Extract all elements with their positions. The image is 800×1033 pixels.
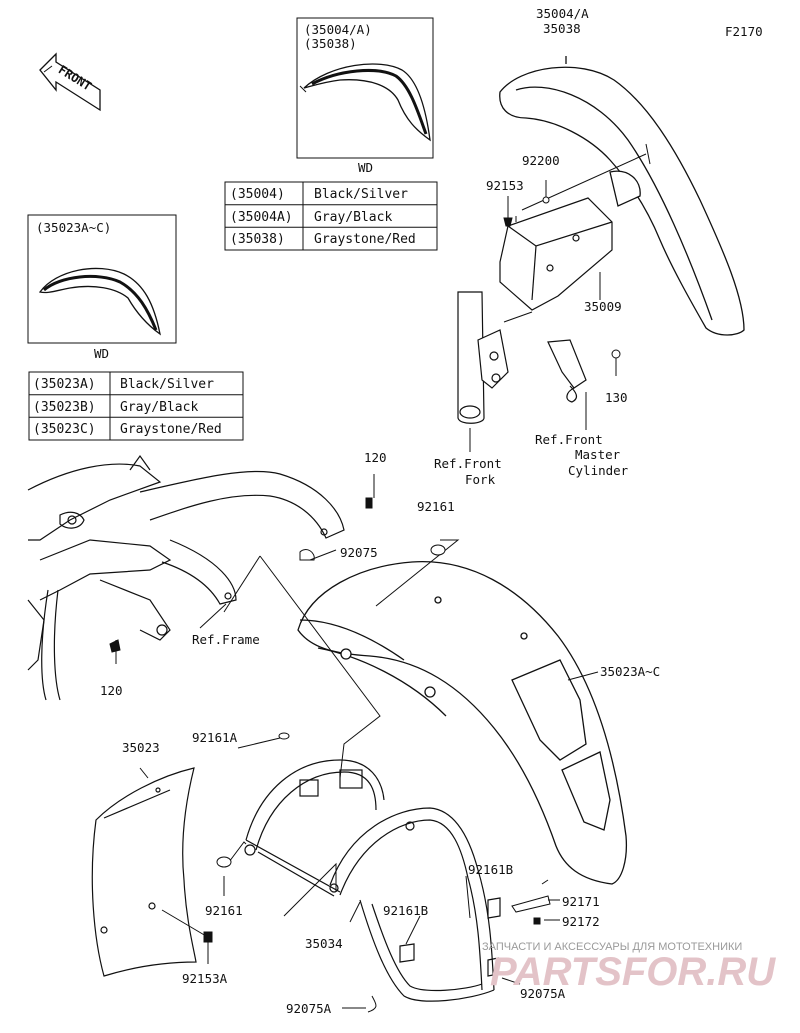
- inset-rear-part: (35023A~C): [36, 220, 111, 235]
- label-35023: 35023: [122, 740, 160, 755]
- label-92200: 92200: [522, 153, 560, 168]
- table1-row3-code: (35038): [230, 232, 285, 247]
- label-92075a-1: 92075A: [286, 1001, 332, 1016]
- flap-drawing: [91, 767, 197, 977]
- label-92161b-2: 92161B: [383, 903, 428, 918]
- watermark-line1: ЗАПЧАСТИ И АКСЕССУАРЫ ДЛЯ МОТОТЕХНИКИ: [482, 941, 742, 953]
- front-arrow-icon: FRONT: [39, 52, 101, 112]
- rear-fender-drawing: [297, 561, 628, 885]
- label-92171: 92171: [562, 894, 600, 909]
- table2-row2-color: Gray/Black: [120, 400, 198, 415]
- table1-row1-color: Black/Silver: [314, 187, 408, 202]
- table2-row1-color: Black/Silver: [120, 377, 214, 392]
- watermark: ЗАПЧАСТИ И АКСЕССУАРЫ ДЛЯ МОТОТЕХНИКИ PA…: [482, 941, 776, 994]
- table2-row2-code: (35023B): [33, 400, 96, 415]
- label-ref-fork-1: Ref.Front: [434, 456, 502, 471]
- label-92161b-1: 92161B: [468, 862, 513, 877]
- diagram-code: F2170: [725, 24, 763, 39]
- table2-row3-color: Graystone/Red: [120, 422, 222, 437]
- inset-front-part-bottom: (35038): [304, 36, 357, 51]
- color-table-front: (35004) Black/Silver (35004A) Gray/Black…: [224, 181, 438, 251]
- inset-front-tag: WD: [358, 160, 373, 175]
- table1-row3-color: Graystone/Red: [314, 232, 416, 247]
- label-92161-bottom: 92161: [205, 903, 243, 918]
- label-ref-master-cyl-3: Cylinder: [568, 463, 629, 478]
- label-ref-frame: Ref.Frame: [192, 632, 260, 647]
- label-92075a-2: 92075A: [520, 986, 566, 1001]
- table1-row2-code: (35004A): [230, 210, 293, 225]
- label-35023a-c: 35023A~C: [600, 664, 660, 679]
- master-cylinder-bracket: [547, 339, 587, 403]
- table1-row1-code: (35004): [230, 187, 285, 202]
- label-92172: 92172: [562, 914, 600, 929]
- label-92161a: 92161A: [192, 730, 238, 745]
- front-fork: [457, 291, 509, 424]
- label-35009: 35009: [584, 299, 622, 314]
- label-92075: 92075: [340, 545, 378, 560]
- inset-rear-tag: WD: [94, 346, 109, 361]
- label-92153a: 92153A: [182, 971, 228, 986]
- label-120-bottom: 120: [100, 683, 123, 698]
- inset-front-fender: (35004/A) (35038) WD: [296, 17, 434, 175]
- label-92153: 92153: [486, 178, 524, 193]
- front-fender-bracket: [499, 197, 613, 311]
- fender-stay-drawing: [244, 759, 501, 1002]
- table1-row2-color: Gray/Black: [314, 210, 392, 225]
- label-ref-fork-2: Fork: [465, 472, 496, 487]
- inset-front-part-top: (35004/A): [304, 22, 372, 37]
- table2-row3-code: (35023C): [33, 422, 96, 437]
- color-table-rear: (35023A) Black/Silver (35023B) Gray/Blac…: [28, 371, 244, 441]
- watermark-line2: PARTSFOR.RU: [490, 950, 776, 994]
- part-labels: 35004/A 35038 92200 92153 35009 130 Ref.…: [100, 6, 660, 1016]
- label-130: 130: [605, 390, 628, 405]
- label-120-top: 120: [364, 450, 387, 465]
- inset-rear-fender: (35023A~C) WD: [27, 214, 177, 361]
- frame-drawing: [27, 454, 345, 701]
- table2-row1-code: (35023A): [33, 377, 96, 392]
- label-35038: 35038: [543, 21, 581, 36]
- label-92161-top: 92161: [417, 499, 455, 514]
- front-leader-lines: [469, 143, 651, 452]
- label-ref-master-cyl-2: Master: [575, 447, 621, 462]
- label-35034: 35034: [305, 936, 343, 951]
- rear-leader-lines: [109, 474, 599, 1013]
- front-fender-drawing: [499, 56, 745, 336]
- label-35004a: 35004/A: [536, 6, 589, 21]
- label-ref-master-cyl-1: Ref.Front: [535, 432, 603, 447]
